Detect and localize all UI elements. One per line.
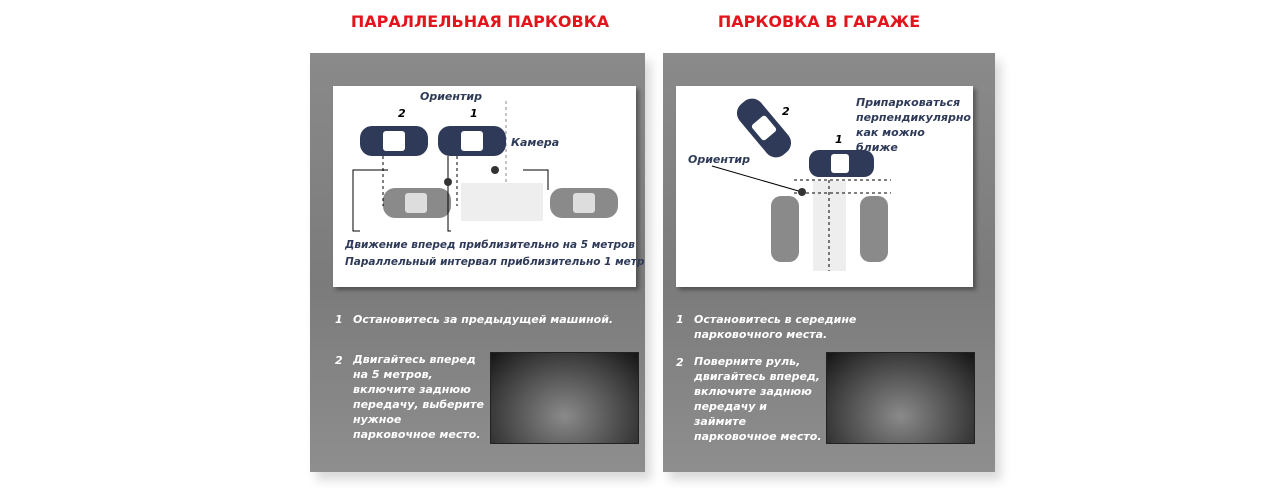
car-2-label: 2 xyxy=(782,105,790,118)
caption-interval: Параллельный интервал приблизительно 1 м… xyxy=(345,256,645,268)
step-2-text: Двигайтесь вперед на 5 метров, включите … xyxy=(353,353,484,441)
step-1-text: Остановитесь в середине парковочного мес… xyxy=(694,313,857,341)
step-2-number: 2 xyxy=(335,354,343,367)
step-1-number: 1 xyxy=(335,313,343,326)
title-garage: ПАРКОВКА В ГАРАЖЕ xyxy=(717,12,921,31)
step-2-number: 2 xyxy=(676,356,684,369)
note-label: Припарковаться перпендикулярно как можно… xyxy=(856,96,971,154)
garage-diagram-graphic xyxy=(711,98,891,271)
landmark-label: Ориентир xyxy=(688,153,750,166)
diagram-parallel: Ориентир 2 1 Камера Движение вперед приб… xyxy=(333,86,644,287)
car-2-label: 2 xyxy=(398,107,406,120)
caption-distance: Движение вперед приблизительно на 5 метр… xyxy=(345,239,635,251)
parallel-diagram-graphic xyxy=(352,101,618,232)
step-1-text: Остановитесь за предыдущей машиной. xyxy=(353,313,614,326)
title-parallel: ПАРАЛЛЕЛЬНАЯ ПАРКОВКА xyxy=(350,12,610,31)
step-1-number: 1 xyxy=(676,313,684,326)
diagram-garage: Припарковаться перпендикулярно как можно… xyxy=(676,86,973,287)
camera-label: Камера xyxy=(511,136,560,149)
car-1-label: 1 xyxy=(470,107,478,120)
step-2-text: Поверните руль, двигайтесь вперед, включ… xyxy=(694,355,822,443)
car-1-label: 1 xyxy=(835,133,843,146)
camera-view-image xyxy=(826,352,975,444)
landmark-label: Ориентир xyxy=(420,90,482,103)
camera-view-image xyxy=(490,352,639,444)
panel-parallel: Ориентир 2 1 Камера Движение вперед приб… xyxy=(310,53,645,472)
panel-garage: Припарковаться перпендикулярно как можно… xyxy=(663,53,995,472)
